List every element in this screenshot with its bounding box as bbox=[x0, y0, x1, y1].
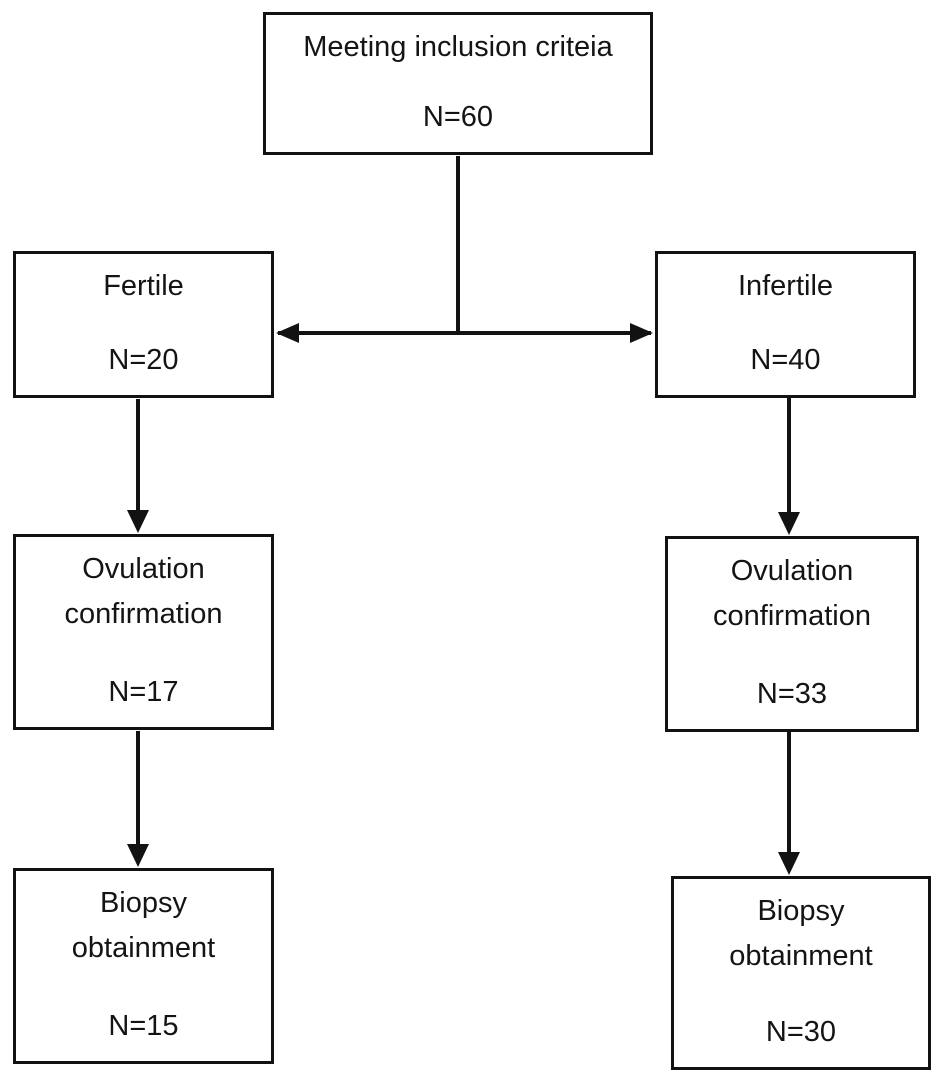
node-count: N=33 bbox=[756, 678, 828, 711]
arrowhead-fertile-ovulation bbox=[127, 510, 149, 533]
node-count: N=40 bbox=[750, 344, 821, 377]
arrowhead-fert-biopsy bbox=[127, 844, 149, 867]
node-fertile-biopsy-obtainment: Biopsy obtainment N=15 bbox=[13, 868, 274, 1064]
node-infertile: Infertile N=40 bbox=[655, 251, 916, 398]
arrowhead-infert-biopsy bbox=[778, 852, 800, 875]
node-label: Ovulation confirmation bbox=[713, 555, 871, 632]
node-count: N=15 bbox=[108, 1010, 179, 1043]
node-meeting-inclusion-criteria: Meeting inclusion criteia N=60 bbox=[263, 12, 653, 155]
node-label: Fertile bbox=[103, 270, 184, 302]
node-label: Ovulation confirmation bbox=[64, 553, 223, 630]
node-fertile-ovulation-confirmation: Ovulation confirmation N=17 bbox=[13, 534, 274, 730]
arrowhead-to-fertile bbox=[276, 323, 299, 343]
node-count: N=60 bbox=[422, 101, 494, 134]
node-label: Infertile bbox=[737, 270, 834, 302]
node-label: Meeting inclusion criteia bbox=[303, 31, 613, 63]
node-count: N=17 bbox=[108, 676, 179, 709]
arrowhead-to-infertile bbox=[630, 323, 653, 343]
node-count: N=30 bbox=[765, 1016, 837, 1049]
node-fertile: Fertile N=20 bbox=[13, 251, 274, 398]
node-count: N=20 bbox=[108, 344, 179, 377]
node-label: Biopsy obtainment bbox=[71, 887, 216, 964]
arrowhead-infertile-ovulation bbox=[778, 512, 800, 535]
node-infertile-biopsy-obtainment: Biopsy obtainment N=30 bbox=[671, 876, 931, 1070]
node-label: Biopsy obtainment bbox=[729, 895, 873, 972]
node-infertile-ovulation-confirmation: Ovulation confirmation N=33 bbox=[665, 536, 919, 732]
